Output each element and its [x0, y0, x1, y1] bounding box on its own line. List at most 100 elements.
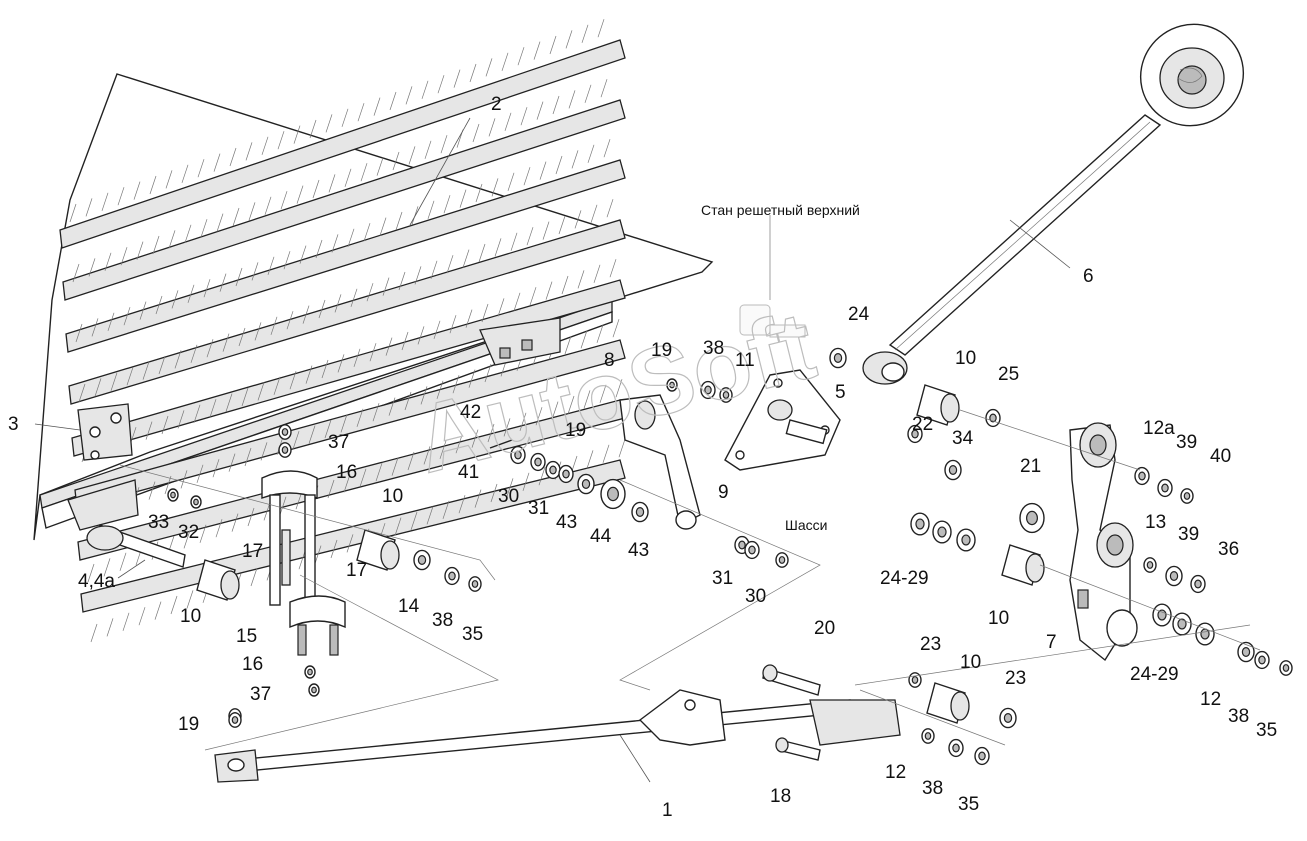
callout-11: 11 [735, 350, 755, 371]
sieve-tooth [90, 623, 98, 643]
washer-hole [1157, 609, 1167, 621]
sieve-tooth [302, 305, 310, 324]
hardware-set [167, 347, 1293, 766]
sieve-tooth [264, 196, 272, 215]
sieve-tooth [424, 140, 432, 159]
washer-hole [1183, 492, 1191, 500]
sieve-tooth [360, 163, 368, 182]
sieve-tooth [142, 361, 150, 380]
bushing-10-set [196, 384, 1045, 724]
sieve-tooth [442, 500, 450, 519]
callout-30-a: 30 [498, 486, 519, 507]
callout-23-a: 23 [920, 634, 941, 655]
sieve-tooth [366, 283, 374, 302]
washer-hole [448, 571, 456, 581]
sieve-tooth [389, 91, 397, 111]
washer-hole [978, 751, 986, 761]
callout-22: 22 [912, 414, 933, 435]
sieve-tooth [152, 235, 160, 255]
washer-hole [833, 353, 843, 364]
sieve-tooth [117, 187, 125, 206]
sieve-tooth [600, 79, 608, 98]
washer-hole [915, 518, 925, 530]
callout-35-c: 35 [1256, 720, 1277, 741]
washer-hole [669, 381, 675, 389]
sieve-tooth [446, 255, 454, 274]
sieve-frame [33, 19, 714, 643]
sieve-tooth [555, 155, 563, 175]
sieve-tooth [283, 251, 291, 270]
sieve-tooth [535, 407, 543, 426]
washer-hole [1258, 655, 1266, 665]
sieve-tooth [465, 309, 473, 328]
sieve-tooth [334, 294, 342, 313]
sieve-tooth [69, 203, 77, 223]
sieve-tooth [241, 387, 249, 407]
cotter-pin [489, 439, 513, 449]
sieve-tooth [331, 234, 339, 253]
sieve-tooth [280, 191, 288, 210]
washer-hole [1241, 646, 1251, 657]
sieve-tooth [324, 419, 332, 439]
sieve-tooth [478, 243, 486, 263]
sieve-tooth [490, 483, 498, 503]
sieve-tooth [260, 442, 268, 461]
sieve-tooth [122, 612, 130, 631]
sieve-tooth [363, 223, 371, 242]
sieve-tooth [328, 174, 336, 193]
sieve-tooth [369, 343, 377, 362]
sieve-tooth [359, 468, 367, 487]
sieve-tooth [376, 157, 384, 176]
callout-35-b: 35 [958, 794, 979, 815]
washer-hole [307, 668, 313, 676]
sieve-tooth [231, 513, 239, 532]
sieve-tooth [506, 478, 514, 497]
sieve-tooth [574, 210, 582, 229]
callout-6: 6 [1083, 266, 1094, 287]
callout-31-a: 31 [528, 498, 549, 519]
sieve-tooth [101, 192, 109, 211]
sieve-tooth [72, 263, 80, 283]
washer-hole [606, 486, 619, 502]
callout-21: 21 [1020, 456, 1041, 477]
sieve-tooth [558, 215, 566, 235]
sieve-tooth [501, 52, 509, 71]
callout-13: 13 [1145, 512, 1166, 533]
sieve-tooth [417, 326, 425, 345]
sieve-tooth [197, 159, 205, 178]
sieve-tooth [523, 167, 531, 186]
sieve-tooth [261, 136, 269, 155]
sieve-tooth [158, 355, 166, 375]
sieve-tooth [244, 447, 252, 467]
sieve-rib [59, 39, 626, 249]
sieve-tooth [561, 275, 569, 295]
callout-16-b: 16 [242, 654, 263, 675]
sieve-tooth [171, 290, 179, 309]
sieve-tooth [203, 279, 211, 298]
sieve-tooth [375, 463, 383, 482]
sieve-tooth [216, 213, 224, 232]
callout-10-e: 10 [960, 652, 981, 673]
callout-33: 33 [148, 512, 169, 533]
callout-3: 3 [8, 414, 19, 435]
callout-24-29-b: 24-29 [1130, 664, 1179, 685]
sieve-tooth [542, 221, 550, 240]
sieve-tooth [520, 107, 528, 126]
sieve-tooth [538, 467, 546, 486]
sieve-tooth [298, 551, 306, 570]
sieve-tooth [106, 618, 114, 637]
washer-hole [704, 385, 712, 395]
sieve-tooth [273, 376, 281, 395]
sieve-tooth [577, 270, 585, 289]
sieve-tooth [174, 350, 182, 369]
sieve-tooth [426, 506, 434, 525]
sieve-tooth [219, 273, 227, 292]
sieve-tooth [440, 135, 448, 154]
sieve-tooth [398, 271, 406, 291]
sieve-tooth [85, 198, 93, 217]
sieve-tooth [165, 170, 173, 189]
sieve-tooth [545, 281, 553, 300]
plate-5 [724, 369, 841, 471]
sieve-tooth [443, 195, 451, 214]
sieve-tooth [228, 453, 236, 472]
